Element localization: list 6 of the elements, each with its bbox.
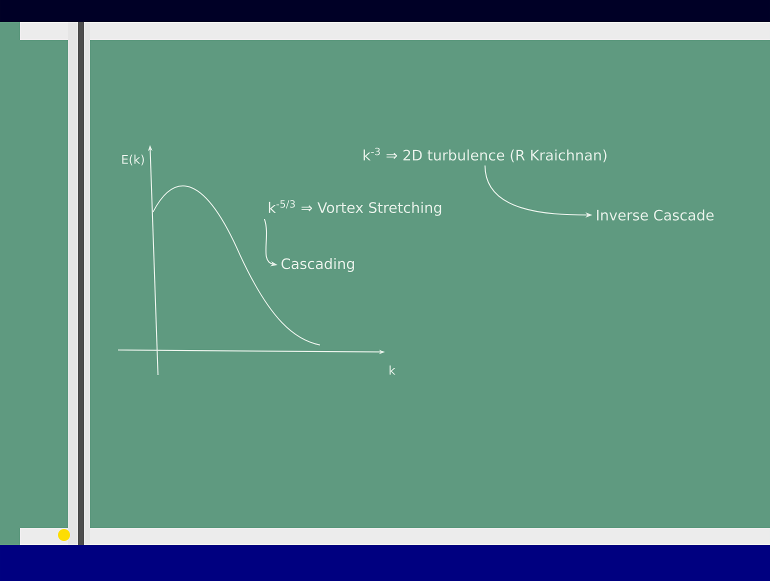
chalk-text: Inverse Cascade [597,209,714,221]
chalk-text: Cascading [282,258,354,272]
chalk-text: k$^{-5/3}$ ⇒ Vortex Stretching [268,200,442,216]
axis-label: k [390,365,396,375]
chalk-text: k$^{-3}$ ⇒ 2D turbulence (R Kraichnan) [364,148,606,162]
axis-label: E(k) [122,154,144,166]
